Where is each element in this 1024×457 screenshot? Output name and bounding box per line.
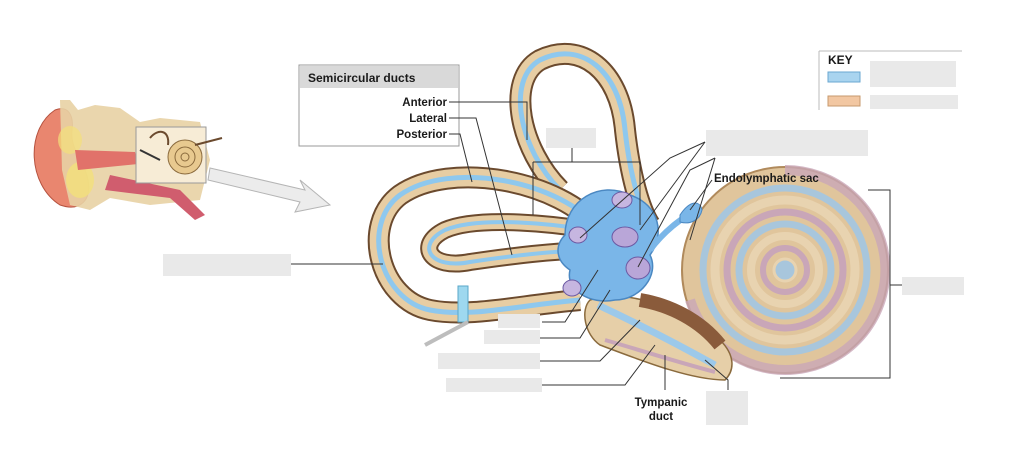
ear-overview-illustration xyxy=(33,100,223,220)
key-title: KEY xyxy=(828,53,853,67)
label-posterior: Posterior xyxy=(397,129,448,141)
label-anterior: Anterior xyxy=(402,97,447,109)
hidden-key-label-1 xyxy=(870,61,956,87)
hidden-label-7 xyxy=(446,378,542,392)
hidden-labels xyxy=(163,128,964,425)
hidden-label-1 xyxy=(546,128,596,148)
hidden-label-8 xyxy=(706,391,748,425)
key-swatch-perilymph xyxy=(827,95,861,107)
label-tympanic: Tympanic xyxy=(635,397,688,409)
label-endolymphatic-sac: Endolymphatic sac xyxy=(714,173,819,185)
hidden-label-4 xyxy=(498,314,540,328)
vestibule xyxy=(557,189,703,302)
cochlear-duct-section xyxy=(584,293,733,381)
label-duct: duct xyxy=(649,411,673,423)
cochlea xyxy=(681,164,891,375)
key-swatch-endolymph xyxy=(827,71,861,83)
hidden-label-9 xyxy=(902,277,964,295)
semicircular-ducts-title: Semicircular ducts xyxy=(308,71,416,85)
hidden-label-3 xyxy=(163,254,291,276)
key-legend: KEY xyxy=(818,50,962,110)
semicircular-ducts-legend: Semicircular ducts Anterior Lateral Post… xyxy=(298,64,460,147)
hidden-label-6 xyxy=(438,353,540,369)
hidden-label-5 xyxy=(484,330,540,344)
hidden-label-2 xyxy=(706,130,868,156)
label-lateral: Lateral xyxy=(409,113,447,125)
semicircular-canals xyxy=(367,42,660,324)
zoom-arrow xyxy=(207,167,332,213)
oval-window xyxy=(424,285,469,347)
leader-lines xyxy=(290,101,904,390)
hidden-key-label-2 xyxy=(870,95,958,109)
